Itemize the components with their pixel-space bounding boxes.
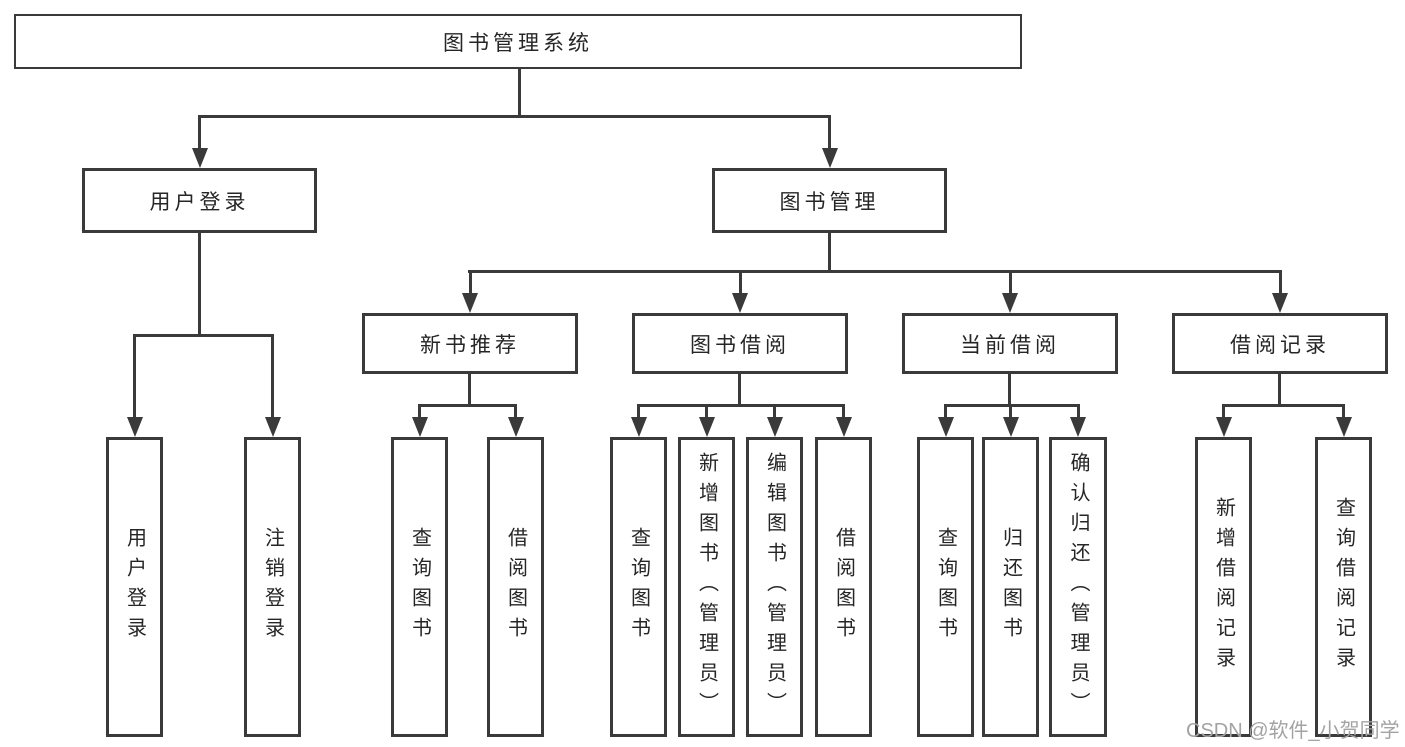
arrow-down-icon: [1272, 272, 1288, 313]
arrow-down-icon: [766, 406, 783, 437]
leaf-query-book-current: 查询图书: [917, 437, 974, 737]
arrow-down-icon: [264, 336, 281, 437]
connector-line: [1008, 374, 1011, 407]
leaf-label: 用户登录: [123, 527, 146, 647]
leaf-label: 查询图书: [934, 527, 957, 647]
node-new-book-recommend: 新书推荐: [362, 313, 578, 374]
connector-line: [944, 404, 1080, 407]
connector-line: [133, 334, 274, 337]
arrow-down-icon: [835, 406, 852, 437]
leaf-edit-book-admin: 编辑图书（管理员）: [746, 437, 803, 737]
arrow-down-icon: [698, 406, 715, 437]
leaf-label: 新增借阅记录: [1212, 497, 1235, 677]
leaf-label: 查询借阅记录: [1332, 497, 1355, 677]
arrow-down-icon: [462, 272, 478, 313]
arrow-down-icon: [1002, 272, 1018, 313]
connector-line: [418, 404, 517, 407]
node-book-management: 图书管理: [712, 168, 947, 233]
leaf-query-book-recommend: 查询图书: [391, 437, 448, 737]
leaf-label: 查询图书: [627, 527, 650, 647]
arrow-down-icon: [1002, 406, 1019, 437]
arrow-down-icon: [1215, 406, 1232, 437]
node-user-login: 用户登录: [82, 168, 317, 233]
node-current-borrow: 当前借阅: [902, 313, 1118, 374]
connector-line: [1222, 404, 1345, 407]
connector-line: [637, 404, 845, 407]
arrow-down-icon: [507, 406, 524, 437]
node-borrow-record: 借阅记录: [1172, 313, 1388, 374]
arrow-down-icon: [411, 406, 428, 437]
leaf-label: 编辑图书（管理员）: [763, 452, 786, 722]
leaf-add-book-admin: 新增图书（管理员）: [678, 437, 735, 737]
connector-line: [198, 115, 831, 118]
arrow-down-icon: [1070, 406, 1086, 437]
node-root: 图书管理系统: [14, 14, 1022, 69]
arrow-down-icon: [732, 272, 748, 313]
connector-line: [468, 374, 471, 407]
connector-line: [198, 233, 201, 337]
leaf-confirm-return-admin: 确认归还（管理员）: [1049, 437, 1107, 737]
leaf-borrow-book: 借阅图书: [815, 437, 872, 737]
leaf-label: 归还图书: [999, 527, 1022, 647]
leaf-return-book: 归还图书: [982, 437, 1039, 737]
leaf-label: 确认归还（管理员）: [1067, 452, 1089, 722]
leaf-add-borrow-record: 新增借阅记录: [1195, 437, 1252, 737]
connector-line: [518, 69, 521, 118]
arrow-down-icon: [821, 117, 838, 168]
leaf-label: 注销登录: [261, 527, 284, 647]
leaf-user-login: 用户登录: [106, 437, 163, 737]
node-book-borrow: 图书借阅: [632, 313, 848, 374]
leaf-query-book-borrow: 查询图书: [610, 437, 667, 737]
leaf-label: 借阅图书: [504, 527, 527, 647]
arrow-down-icon: [191, 117, 208, 168]
leaf-label: 借阅图书: [832, 527, 855, 647]
arrow-down-icon: [1335, 406, 1352, 437]
connector-line: [738, 374, 741, 407]
csdn-watermark: CSDN @软件_小贺同学: [1186, 720, 1400, 742]
arrow-down-icon: [630, 406, 647, 437]
leaf-logout: 注销登录: [244, 437, 301, 737]
leaf-label: 查询图书: [408, 527, 431, 647]
connector-line: [1278, 374, 1281, 407]
connector-line: [828, 233, 831, 273]
leaf-query-borrow-record: 查询借阅记录: [1315, 437, 1372, 737]
connector-line: [468, 270, 1282, 273]
leaf-borrow-book-recommend: 借阅图书: [487, 437, 544, 737]
leaf-label: 新增图书（管理员）: [695, 452, 718, 722]
arrow-down-icon: [126, 336, 143, 437]
arrow-down-icon: [937, 406, 954, 437]
